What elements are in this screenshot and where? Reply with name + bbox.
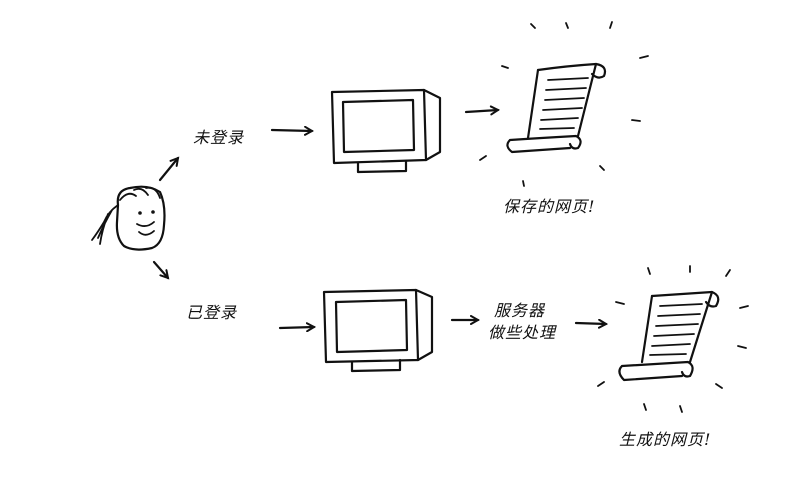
arrow-logged-in-to-monitor	[278, 327, 314, 328]
saved-page-label: 保存的网页!	[503, 197, 596, 216]
monitor-icon-top	[330, 88, 442, 174]
monitor-icon-bottom	[322, 288, 434, 373]
logged-in-label: 已登录	[186, 303, 238, 322]
server-processing-label-line2: 做些处理	[488, 323, 557, 342]
user-face-icon	[91, 185, 166, 251]
server-processing-label-line1: 服务器	[494, 301, 546, 320]
logged-out-label: 未登录	[193, 128, 245, 147]
arrow-to-logged-in	[152, 260, 168, 278]
arrow-monitor-to-saved-page	[464, 110, 498, 112]
generated-page-label: 生成的网页!	[619, 430, 712, 449]
arrow-to-logged-out	[158, 158, 178, 182]
scroll-icon-top	[479, 21, 649, 187]
arrow-logged-out-to-monitor	[270, 130, 312, 131]
arrow-server-to-generated-page	[574, 323, 606, 324]
scroll-icon-bottom	[597, 265, 749, 413]
